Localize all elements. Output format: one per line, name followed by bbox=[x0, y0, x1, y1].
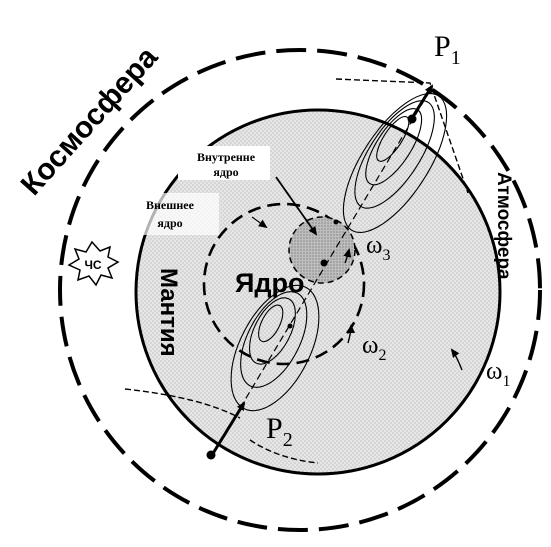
inner-core-top-point bbox=[333, 219, 339, 225]
outer-core-label: Внешнее ядро bbox=[127, 193, 219, 235]
outer-core-label-line1: Внешнее bbox=[146, 198, 195, 212]
p2-label: P2 bbox=[266, 412, 293, 451]
p2-arrow bbox=[210, 401, 246, 456]
atmosphere-bulge-bottom bbox=[124, 388, 241, 419]
omega2-rotation-arrow bbox=[346, 324, 355, 344]
center-point bbox=[320, 259, 328, 267]
omega1-rotation-arrow bbox=[450, 348, 463, 371]
atmosfera-label: Атмосфера bbox=[493, 172, 514, 280]
omega3-label: ω3 bbox=[366, 232, 390, 264]
atmosphere-bulge-top bbox=[335, 78, 469, 194]
chs-label: ЧС bbox=[84, 258, 101, 272]
inner-core-label-line1: Внутренне bbox=[197, 150, 256, 164]
inner-core-circle bbox=[288, 216, 356, 284]
outer-core-label-line2: ядро bbox=[157, 216, 182, 230]
omega1-label: ω1 bbox=[486, 358, 510, 390]
inner-core-label: Внутренне ядро bbox=[178, 146, 270, 180]
mantiya-label: Мантия bbox=[155, 268, 182, 357]
omega2-label: ω2 bbox=[362, 332, 386, 364]
p1-arrow bbox=[410, 84, 434, 119]
axis-line bbox=[211, 93, 429, 456]
atmosphere-bulge-bottom-right bbox=[249, 439, 319, 464]
inner-core-leader bbox=[275, 176, 318, 236]
omega3-rotation-arrow bbox=[343, 248, 352, 264]
chs-burst bbox=[67, 240, 120, 287]
mantle-circle bbox=[134, 108, 502, 476]
outer-core-leader bbox=[251, 216, 268, 229]
kosmosfera-boundary bbox=[58, 48, 542, 532]
p1-point bbox=[407, 114, 417, 124]
lower-ellipse-point bbox=[287, 323, 293, 329]
outer-core-boundary bbox=[202, 202, 366, 366]
yadro-label: Ядро bbox=[235, 268, 305, 298]
inner-core-label-line2: ядро bbox=[213, 165, 238, 179]
p2-point bbox=[206, 450, 216, 460]
p1-label: P1 bbox=[434, 30, 461, 69]
